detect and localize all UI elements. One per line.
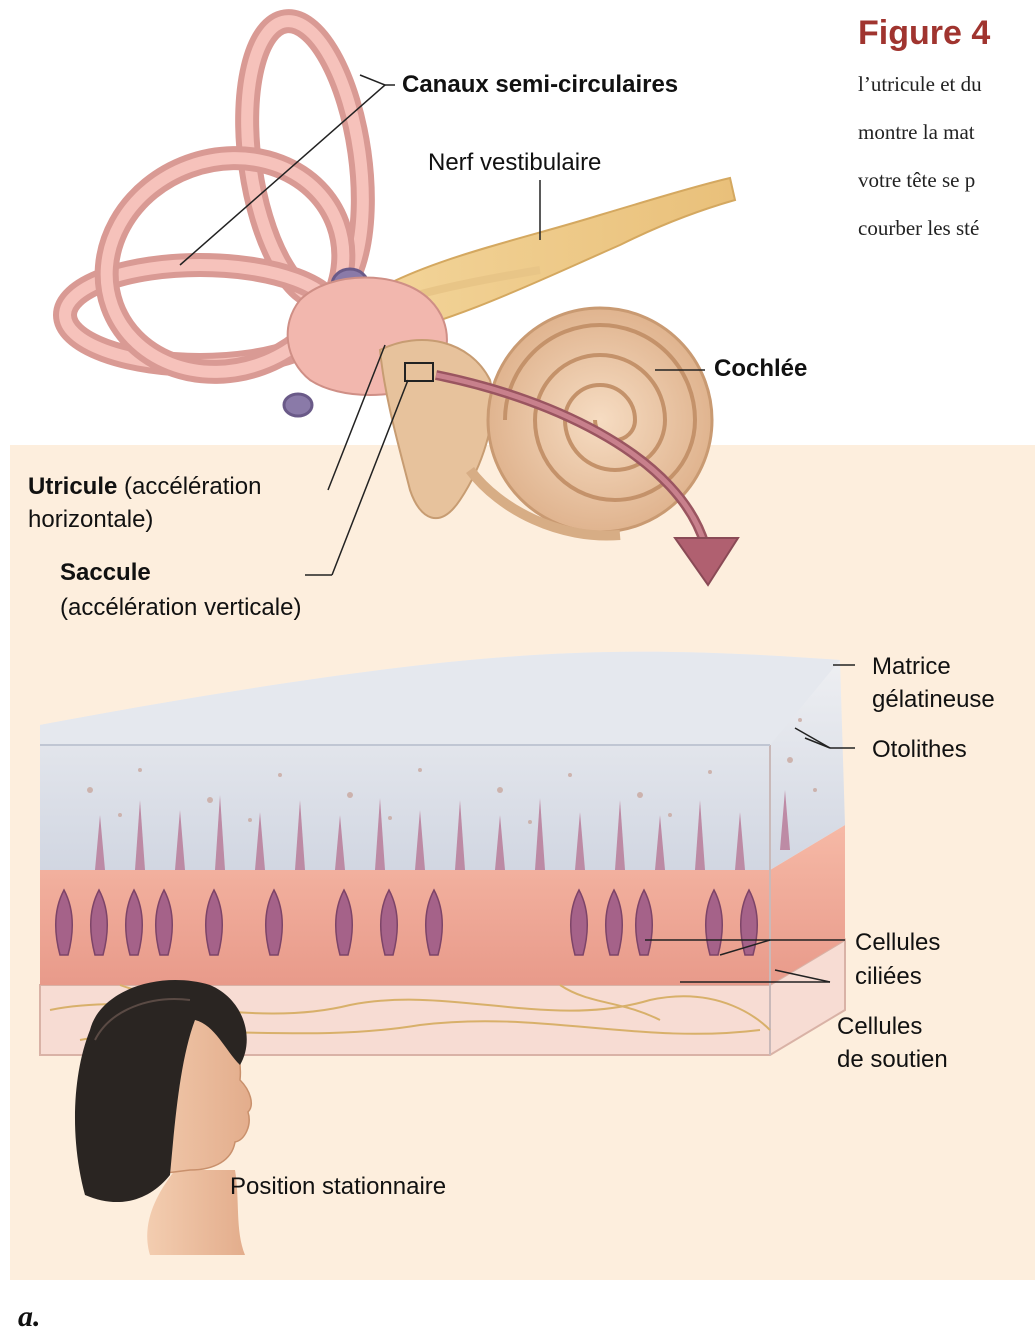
label-matrix-1: Matrice	[872, 652, 951, 682]
label-semicircular-canals: Canaux semi-circulaires	[402, 70, 678, 100]
label-cochlea: Cochlée	[714, 354, 807, 384]
label-position: Position stationnaire	[230, 1172, 446, 1202]
vestibule	[288, 278, 493, 519]
label-matrix-2: gélatineuse	[872, 685, 995, 715]
label-hair-cells-1: Cellules	[855, 928, 940, 958]
caption-line-4: courber les sté	[858, 216, 979, 241]
label-utricle: Utricule (accélération	[28, 472, 261, 502]
head-illustration	[75, 980, 251, 1255]
label-support-cells-1: Cellules	[837, 1012, 922, 1042]
label-hair-cells-2: ciliées	[855, 962, 922, 992]
arrow-head	[675, 538, 738, 585]
label-saccule: Saccule	[60, 558, 151, 588]
caption-line-2: montre la mat	[858, 120, 975, 145]
label-vestibular-nerve: Nerf vestibulaire	[428, 148, 601, 178]
caption-line-1: l’utricule et du	[858, 72, 982, 97]
label-utricle-desc-2: horizontale)	[28, 505, 153, 535]
caption-line-3: votre tête se p	[858, 168, 975, 193]
figure-heading: Figure 4	[858, 14, 990, 53]
label-utricle-desc: (accélération	[117, 473, 261, 500]
label-support-cells-2: de soutien	[837, 1045, 948, 1075]
label-utricle-name: Utricule	[28, 473, 117, 500]
label-saccule-desc: (accélération verticale)	[60, 593, 301, 623]
panel-letter: a.	[18, 1300, 41, 1334]
cochlea	[470, 308, 712, 536]
label-otoliths: Otolithes	[872, 735, 967, 765]
